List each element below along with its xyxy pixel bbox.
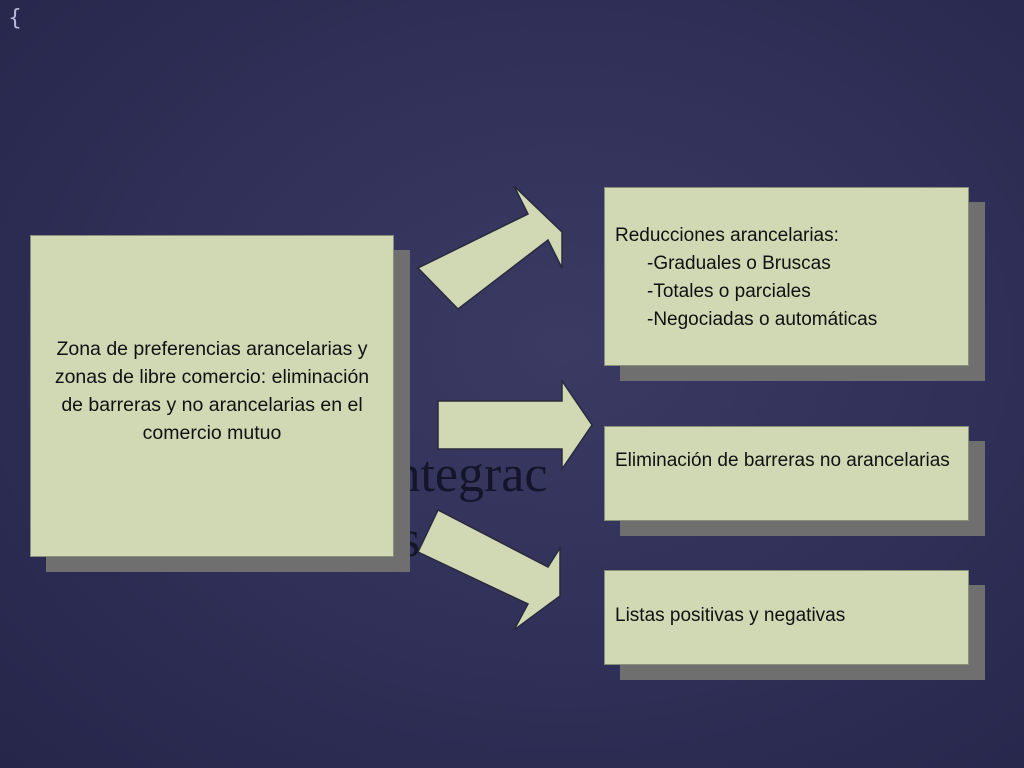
main-concept-box: Zona de preferencias arancelarias y zona… — [30, 235, 394, 557]
tariff-reduction-item: -Negociadas o automáticas — [647, 309, 878, 330]
background-title-line-2: s — [400, 511, 421, 568]
tariff-reduction-item: -Graduales o Bruscas — [647, 253, 831, 274]
positive-negative-lists-box: Listas positivas y negativas — [604, 570, 969, 665]
corner-brace-mark: { — [8, 6, 22, 31]
tariff-reductions-title: Reducciones arancelarias: — [615, 225, 839, 246]
background-title-line-1: integrac — [380, 446, 548, 503]
arrow-up-right — [416, 185, 563, 311]
main-concept-text: Zona de preferencias arancelarias y zona… — [54, 338, 370, 444]
tariff-reduction-item: -Totales o parciales — [647, 281, 811, 302]
tariff-reductions-box: Reducciones arancelarias: -Graduales o B… — [604, 187, 969, 366]
positive-negative-lists-text: Listas positivas y negativas — [615, 605, 846, 626]
non-tariff-barriers-box: Eliminación de barreras no arancelarias — [604, 426, 969, 521]
arrow-down-right — [416, 508, 561, 631]
arrow-right — [437, 378, 593, 472]
non-tariff-barriers-text: Eliminación de barreras no arancelarias — [615, 450, 950, 471]
